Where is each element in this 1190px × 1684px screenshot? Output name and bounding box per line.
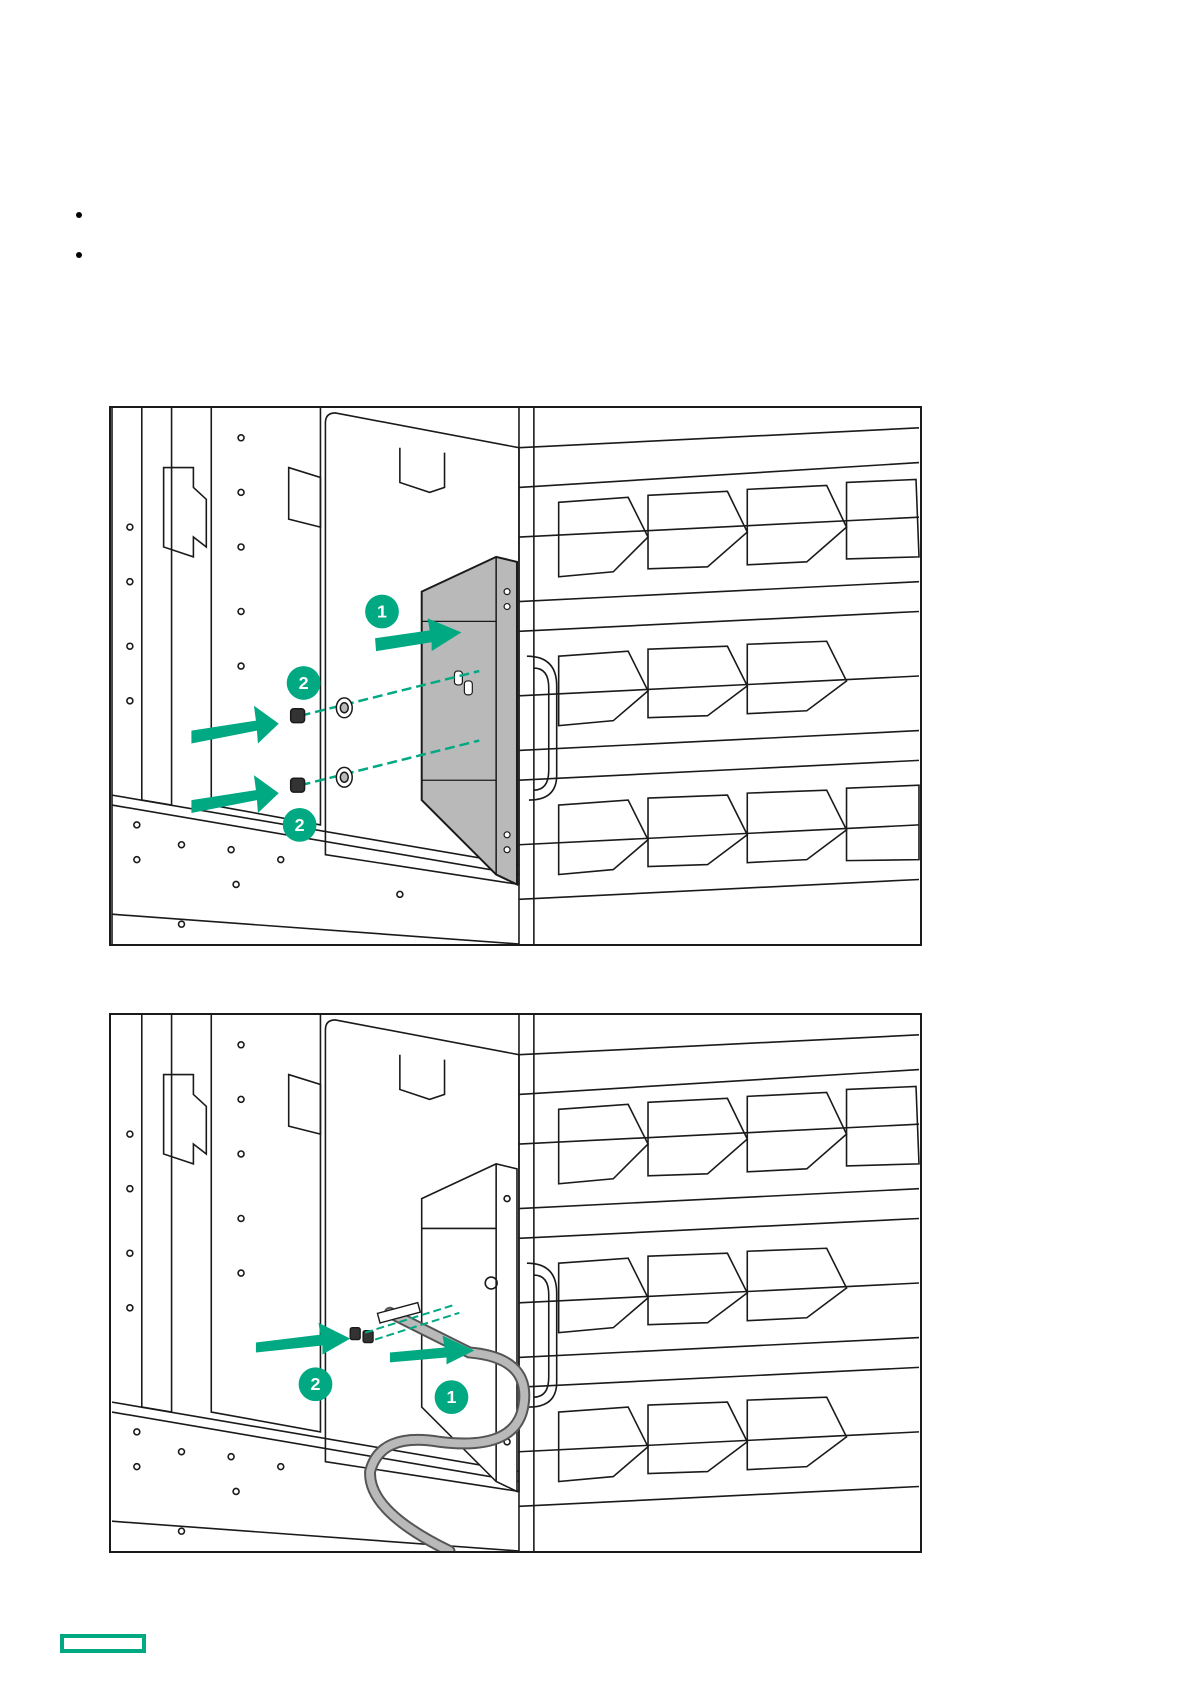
bracket-install-illustration: 1 2 2 xyxy=(109,406,922,946)
insert-arrow-icon xyxy=(191,706,278,744)
callout-label: 1 xyxy=(377,601,387,621)
insert-arrow-icon xyxy=(191,775,278,813)
callout-2: 2 xyxy=(283,808,317,842)
callout-label: 1 xyxy=(447,1387,457,1407)
callout-1: 1 xyxy=(365,595,399,629)
bullet-icon xyxy=(76,252,82,258)
cable-attach-illustration: 1 2 xyxy=(109,1013,922,1553)
callout-label: 2 xyxy=(295,815,305,835)
callout-label: 2 xyxy=(299,673,309,693)
hpe-logo-icon xyxy=(60,1634,146,1653)
callout-2: 2 xyxy=(299,1367,333,1401)
insert-arrow-icon xyxy=(256,1323,350,1355)
callout-1: 1 xyxy=(435,1380,469,1414)
bullet-icon xyxy=(76,212,82,218)
callout-2: 2 xyxy=(287,666,321,700)
callout-label: 2 xyxy=(311,1374,321,1394)
